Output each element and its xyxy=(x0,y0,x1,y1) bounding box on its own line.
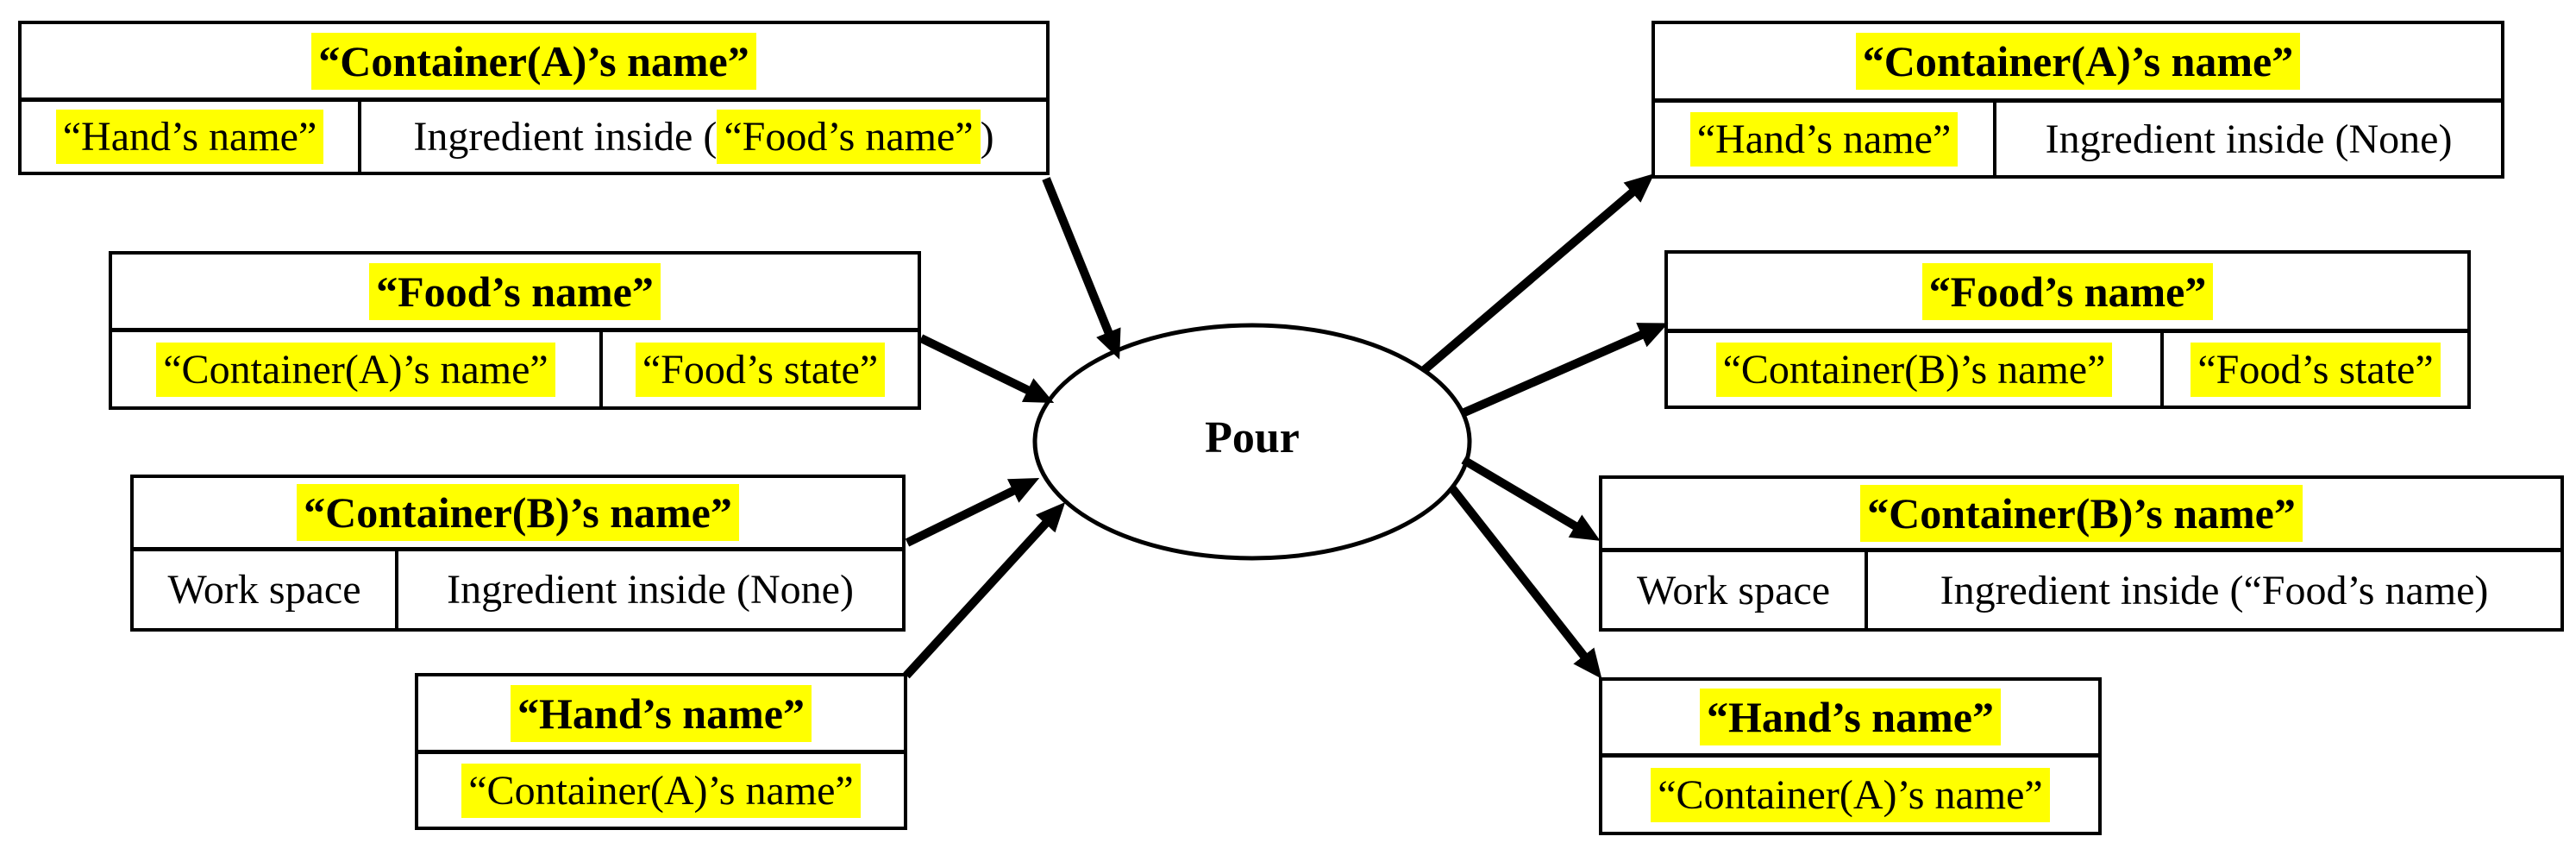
box-row: “Hand’s name” Ingredient inside (“Food’s… xyxy=(22,102,1046,172)
output-box-container-b: “Container(B)’s name” Work space Ingredi… xyxy=(1599,475,2564,632)
box-cell-state: “Food’s state” xyxy=(2164,333,2467,406)
box-cell-ingredient: Ingredient inside (“Food’s name) xyxy=(1868,552,2560,628)
box-row: “Container(B)’s name” “Food’s state” xyxy=(1668,333,2467,406)
cell-segment: Ingredient inside (None) xyxy=(2045,116,2453,162)
box-cell-workspace: Work space xyxy=(134,551,398,628)
arrow-output-container-b xyxy=(1461,456,1601,541)
arrow-input-container-a xyxy=(1042,177,1121,360)
box-title-text: “Container(B)’s name” xyxy=(1860,485,2303,542)
box-cell-container: “Container(A)’s name” xyxy=(112,332,603,406)
box-title: “Container(B)’s name” xyxy=(134,478,902,551)
cell-segment: “Container(A)’s name” xyxy=(1651,767,2050,822)
cell-segment: Work space xyxy=(167,567,361,613)
box-row: “Container(A)’s name” “Food’s state” xyxy=(112,332,918,406)
cell-segment: Work space xyxy=(1636,567,1831,613)
input-box-container-a: “Container(A)’s name” “Hand’s name” Ingr… xyxy=(18,21,1050,175)
cell-segment: Ingredient inside (None) xyxy=(447,567,854,613)
input-box-food: “Food’s name” “Container(A)’s name” “Foo… xyxy=(109,251,921,410)
box-title: “Food’s name” xyxy=(1668,254,2467,333)
box-cell-workspace: Work space xyxy=(1602,552,1868,628)
cell-segment: “Container(A)’s name” xyxy=(461,763,861,818)
box-title-text: “Hand’s name” xyxy=(1700,689,2001,745)
box-cell-hand: “Hand’s name” xyxy=(22,102,361,172)
arrow-input-hand xyxy=(903,501,1066,679)
pour-label: Pour xyxy=(1205,413,1300,462)
box-title-text: “Container(A)’s name” xyxy=(311,32,756,90)
cell-segment: ) xyxy=(980,114,994,160)
arrow-input-container-b xyxy=(905,478,1040,547)
box-cell-state: “Food’s state” xyxy=(603,332,918,406)
box-title: “Hand’s name” xyxy=(1602,681,2098,758)
box-row: “Container(A)’s name” xyxy=(418,754,904,827)
box-row: Work space Ingredient inside (None) xyxy=(134,551,902,628)
cell-segment: “Food’s state” xyxy=(2191,342,2441,397)
box-title-text: “Hand’s name” xyxy=(511,684,812,742)
cell-segment: “Food’s name” xyxy=(717,110,981,164)
input-box-hand: “Hand’s name” “Container(A)’s name” xyxy=(415,673,907,830)
arrow-output-food xyxy=(1462,323,1669,417)
cell-segment: “Hand’s name” xyxy=(55,110,324,164)
box-row: “Container(A)’s name” xyxy=(1602,758,2098,832)
cell-segment: “Hand’s name” xyxy=(1689,111,1959,167)
arrow-output-hand xyxy=(1449,485,1602,679)
box-title: “Hand’s name” xyxy=(418,676,904,754)
box-title: “Container(A)’s name” xyxy=(1655,24,2501,103)
input-box-container-b: “Container(B)’s name” Work space Ingredi… xyxy=(130,475,906,632)
cell-segment: “Container(A)’s name” xyxy=(156,342,555,397)
box-cell-ingredient: Ingredient inside (None) xyxy=(1996,103,2501,175)
box-title-text: “Container(A)’s name” xyxy=(1855,33,2301,90)
box-cell-container: “Container(A)’s name” xyxy=(418,754,904,827)
box-title-text: “Food’s name” xyxy=(1921,262,2214,320)
box-title: “Container(B)’s name” xyxy=(1602,479,2560,552)
box-title-text: “Container(B)’s name” xyxy=(297,484,739,541)
box-title-text: “Food’s name” xyxy=(369,262,661,320)
output-box-food: “Food’s name” “Container(B)’s name” “Foo… xyxy=(1664,250,2471,409)
output-box-hand: “Hand’s name” “Container(A)’s name” xyxy=(1599,677,2102,835)
cell-segment: Ingredient inside (“Food’s name) xyxy=(1940,567,2489,613)
cell-segment: “Container(B)’s name” xyxy=(1715,342,2113,397)
output-box-container-a: “Container(A)’s name” “Hand’s name” Ingr… xyxy=(1652,21,2504,179)
box-cell-hand: “Hand’s name” xyxy=(1655,103,1996,175)
cell-segment: “Food’s state” xyxy=(635,342,886,397)
arrow-output-container-a xyxy=(1420,173,1655,374)
box-title: “Container(A)’s name” xyxy=(22,24,1046,102)
arrow-input-food xyxy=(918,334,1055,403)
box-cell-container: “Container(A)’s name” xyxy=(1602,758,2098,832)
box-cell-ingredient: Ingredient inside (None) xyxy=(398,551,902,628)
box-row: Work space Ingredient inside (“Food’s na… xyxy=(1602,552,2560,628)
box-row: “Hand’s name” Ingredient inside (None) xyxy=(1655,103,2501,175)
cell-segment: Ingredient inside ( xyxy=(413,114,718,160)
box-cell-ingredient: Ingredient inside (“Food’s name”) xyxy=(361,102,1046,172)
box-title: “Food’s name” xyxy=(112,255,918,332)
box-cell-container: “Container(B)’s name” xyxy=(1668,333,2164,406)
